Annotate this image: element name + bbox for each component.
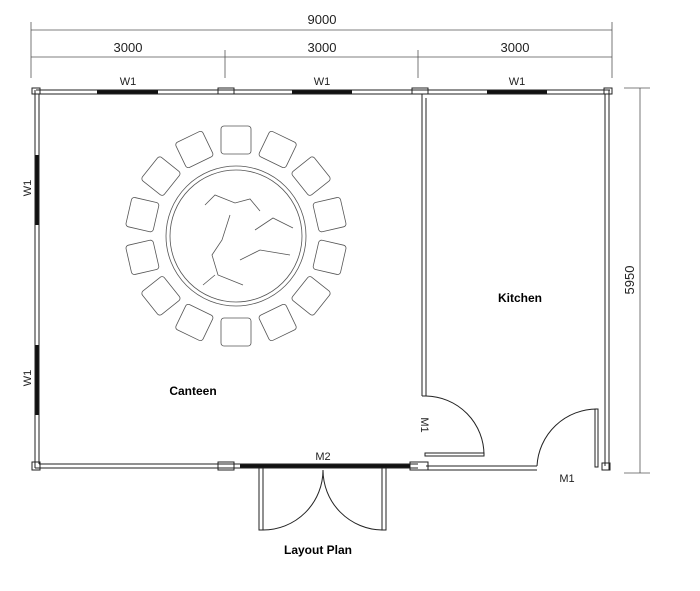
dimension-height: 5950 (622, 87, 650, 474)
door-label-m2: M2 (315, 451, 330, 463)
window-label-left-1: W1 (22, 180, 34, 197)
room-label-canteen: Canteen (169, 384, 216, 398)
chair (258, 303, 297, 342)
dimension-segment-3: 3000 (501, 40, 530, 55)
door-label-m1-kitchen: M1 (559, 473, 574, 485)
chair (175, 303, 214, 342)
door-label-m1-inner: M1 (418, 417, 430, 432)
window-label-top-1: W1 (120, 76, 137, 88)
chair (220, 125, 252, 155)
door-m1-kitchen: M1 (536, 408, 599, 485)
chair (220, 317, 252, 347)
plan-title: Layout Plan (284, 543, 352, 557)
dimension-segment-1: 3000 (114, 40, 143, 55)
chair (125, 239, 160, 275)
chair (258, 130, 297, 169)
chair (175, 130, 214, 169)
chair (312, 197, 347, 233)
chair (141, 276, 181, 316)
dimension-segments: 3000 3000 3000 (31, 40, 612, 78)
round-table (125, 125, 347, 347)
chair (312, 239, 347, 275)
dimension-total-label: 9000 (308, 12, 337, 27)
room-label-kitchen: Kitchen (498, 291, 542, 305)
window-label-top-2: W1 (314, 76, 331, 88)
chair (291, 156, 331, 196)
walls (31, 87, 613, 471)
door-m1-inner: M1 (418, 395, 485, 457)
chair (141, 156, 181, 196)
window-label-top-3: W1 (509, 76, 526, 88)
dimension-total: 9000 (30, 12, 613, 78)
chair (291, 276, 331, 316)
windows: W1 W1 W1 W1 W1 (22, 76, 547, 468)
dimension-height-label: 5950 (622, 266, 637, 295)
chair (125, 197, 160, 233)
window-label-left-2: W1 (22, 370, 34, 387)
dimension-segment-2: 3000 (308, 40, 337, 55)
door-m2: M2 (258, 451, 387, 531)
